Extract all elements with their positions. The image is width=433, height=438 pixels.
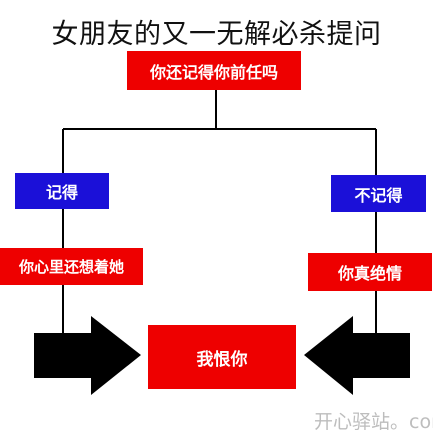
right-arrow-icon bbox=[34, 316, 141, 395]
heartless-box: 你真绝情 bbox=[308, 253, 432, 291]
diagram-title: 女朋友的又一无解必杀提问 bbox=[51, 19, 382, 50]
left-arrow-icon bbox=[304, 316, 410, 395]
watermark: 开心驿站。com bbox=[314, 411, 433, 433]
hate-box: 我恨你 bbox=[148, 325, 296, 389]
not-remember-box: 不记得 bbox=[331, 175, 426, 212]
still-think-box: 你心里还想着她 bbox=[0, 248, 143, 285]
question-box: 你还记得你前任吗 bbox=[127, 51, 301, 90]
remember-box: 记得 bbox=[15, 173, 109, 209]
